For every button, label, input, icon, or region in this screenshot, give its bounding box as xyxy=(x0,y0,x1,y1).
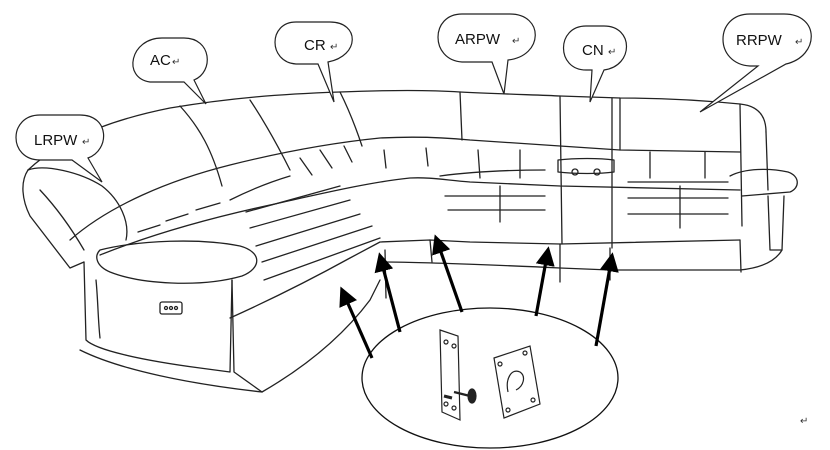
callout-label-cn: CN xyxy=(582,42,604,59)
callout-ac: AC ↵ xyxy=(132,37,208,105)
return-mark: ↵ xyxy=(795,37,803,48)
return-mark: ↵ xyxy=(172,57,180,68)
return-mark: ↵ xyxy=(82,137,90,148)
callout-arpw: ARPW ↵ xyxy=(437,13,536,95)
return-mark: ↵ xyxy=(512,36,520,47)
callout-cn: CN ↵ xyxy=(563,25,627,103)
arrow-4 xyxy=(534,246,555,317)
callout-label-cr: CR xyxy=(304,37,326,54)
arrow-5 xyxy=(594,252,619,347)
callout-cr: CR ↵ xyxy=(274,21,353,103)
callout-label-ac: AC xyxy=(150,52,171,69)
connector-detail-ellipse xyxy=(361,307,619,449)
arrow-3 xyxy=(432,234,464,313)
return-mark: ↵ xyxy=(330,42,338,53)
callout-rrpw: RRPW ↵ xyxy=(699,13,812,113)
callout-lrpw: LRPW ↵ xyxy=(15,114,105,183)
arrows xyxy=(339,234,619,359)
arrow-2 xyxy=(374,252,402,333)
callout-label-lrpw: LRPW xyxy=(34,132,78,149)
bracket-plate-right xyxy=(493,345,541,419)
callout-label-arpw: ARPW xyxy=(455,31,501,48)
return-mark: ↵ xyxy=(800,416,808,427)
callout-label-rrpw: RRPW xyxy=(736,32,783,49)
arrow-1 xyxy=(339,286,374,359)
bracket-plate-left xyxy=(439,329,477,421)
connector-detail xyxy=(361,307,619,449)
return-mark: ↵ xyxy=(608,47,616,58)
